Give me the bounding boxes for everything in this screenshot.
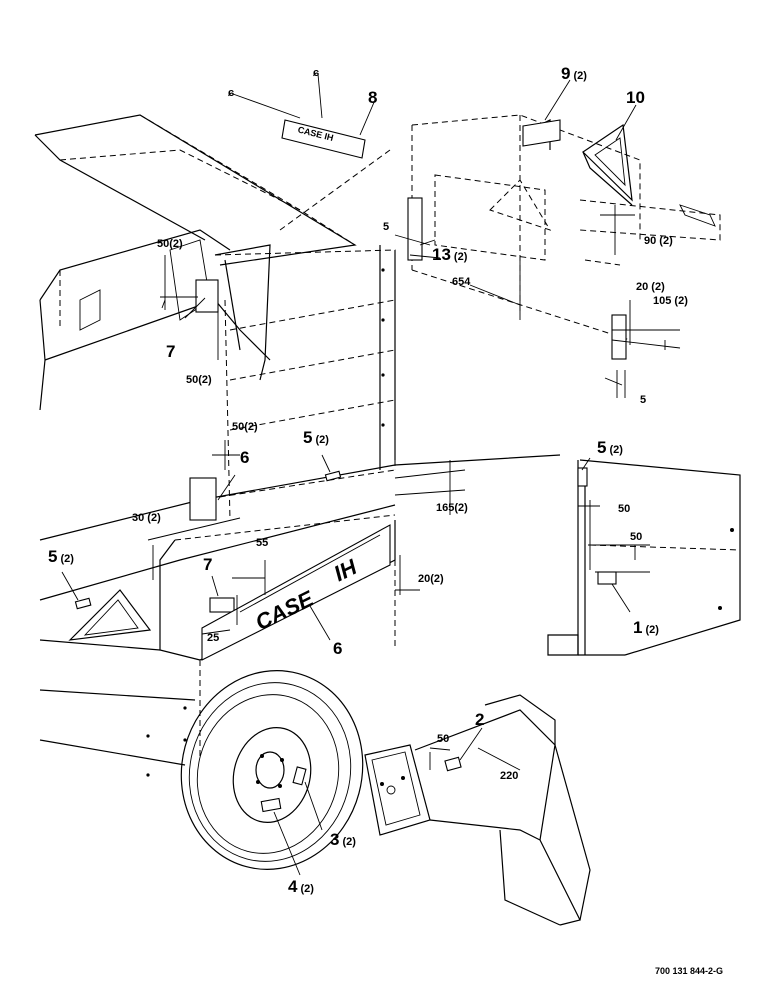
item-2-decal: [444, 756, 462, 772]
dim-30: 30 (2): [132, 512, 161, 524]
item-3-decal: [292, 766, 307, 786]
item-8-decal: [189, 477, 217, 521]
item-6-side-logo-decal: CASE IH: [201, 524, 391, 661]
detail-view-panel: [547, 459, 741, 656]
callout-5-left: 5(2): [48, 547, 74, 566]
callout-11: 9(2): [561, 64, 587, 83]
item-13-decal-lower: [611, 314, 627, 360]
dim-20-rear: 20 (2): [636, 281, 665, 293]
item-5-left-decal: [74, 597, 92, 610]
drawing-number: 700 131 844-2-G: [655, 966, 723, 976]
dim-50-detail-a: 50: [618, 503, 630, 515]
hitch-detail: [364, 694, 591, 926]
dim-50-detail-b: 50: [630, 531, 642, 543]
item-4-decal: [260, 797, 282, 813]
callout-13: 13(2): [432, 245, 468, 264]
dim-5-top: 5: [383, 221, 389, 233]
dim-50-top: 50(2): [157, 238, 183, 250]
item-1-decal: [597, 571, 617, 585]
dim-90: 90 (2): [644, 235, 673, 247]
callout-8: 6: [240, 448, 249, 467]
item-7-decal: [209, 597, 235, 613]
svg-text:ɕ: ɕ: [228, 87, 234, 99]
dim-50-item8: 50(2): [232, 421, 258, 433]
callout-10: 8: [368, 88, 377, 107]
item-10-top-logo: CASE IH ɕ ɕ: [228, 67, 366, 159]
callout-2: 2: [475, 710, 484, 729]
dim-105: 105 (2): [653, 295, 688, 307]
item-11-decal: [522, 119, 561, 147]
callout-7: 7: [203, 555, 212, 574]
dim-20-right: 20(2): [418, 573, 444, 585]
item-5-center-decal: [324, 470, 342, 482]
dimension-lines: [147, 205, 681, 771]
dim-25: 25: [207, 632, 219, 644]
callout-6: 6: [333, 639, 342, 658]
dim-5-bottom: 5: [640, 394, 646, 406]
dim-220: 220: [500, 770, 518, 782]
item-12-smv-emblem: [582, 123, 633, 206]
callout-12: 10: [626, 88, 645, 107]
callout-5-detail: 5(2): [597, 438, 623, 457]
dim-50-item9: 50(2): [186, 374, 212, 386]
callout-5-center: 5(2): [303, 428, 329, 447]
item-5-detail-decal: [577, 467, 588, 487]
dim-55: 55: [256, 537, 268, 549]
svg-text:ɕ: ɕ: [313, 67, 319, 79]
dim-165: 165(2): [436, 502, 468, 514]
baler-body-outline: [34, 114, 561, 777]
dim-50-item2: 50: [437, 733, 449, 745]
dimension-labels: 50(2) 50(2) 50(2) 30 (2) 55 25 165(2) 20…: [132, 221, 688, 782]
callout-labels: 8 9(2) 10 13(2) 7 6 5(2) 5(2) 7 6 3(2) 4…: [48, 64, 659, 896]
item-12-bracket: [679, 204, 716, 227]
callout-3: 3(2): [330, 830, 356, 849]
dim-654: 654: [452, 276, 471, 288]
leader-lines: [61, 79, 637, 876]
callout-1: 1(2): [633, 618, 659, 637]
callout-9: 7: [166, 342, 175, 361]
wheel-assembly: [180, 670, 364, 870]
item-9-decal: [195, 279, 219, 313]
item-13-decal-upper: [407, 197, 423, 261]
callout-4: 4(2): [288, 877, 314, 896]
